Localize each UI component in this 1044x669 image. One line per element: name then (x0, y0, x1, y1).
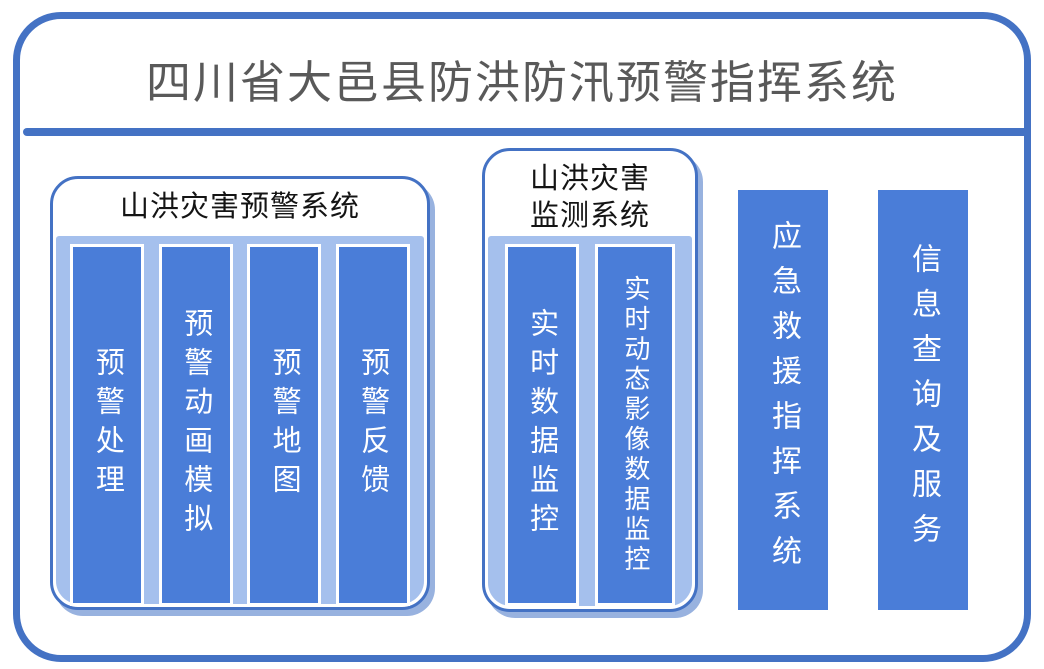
group-flood-warning-title: 山洪灾害预警系统 (119, 191, 360, 223)
bar-warning-animation-simulation: 预警动画模拟 (158, 244, 233, 606)
group-flood-monitoring-system: 山洪灾害 监测系统 实时数据监控 实时动态影像数据监控 (482, 148, 698, 612)
bar-warning-feedback: 预警反馈 (335, 244, 410, 606)
outer-frame (13, 12, 1031, 662)
bar-emergency-rescue-command-system: 应急救援指挥系统 (738, 190, 828, 610)
bar-warning-processing: 预警处理 (70, 244, 145, 606)
bar-emergency-rescue-command-system-label: 应急救援指挥系统 (767, 220, 800, 580)
bar-realtime-dynamic-video-data-monitoring-label: 实时动态影像数据监控 (620, 275, 650, 575)
group-flood-warning-panel: 预警处理 预警动画模拟 预警地图 预警反馈 (56, 236, 424, 606)
group-flood-monitoring-title: 山洪灾害 监测系统 (529, 163, 650, 232)
title-divider (23, 128, 1028, 136)
group-flood-warning-system: 山洪灾害预警系统 预警处理 预警动画模拟 预警地图 预警反馈 (50, 176, 430, 610)
bar-warning-map-label: 预警地图 (268, 347, 301, 503)
bar-warning-animation-simulation-label: 预警动画模拟 (179, 308, 212, 542)
page-title: 四川省大邑县防洪防汛预警指挥系统 (145, 57, 898, 108)
bar-warning-feedback-label: 预警反馈 (356, 347, 389, 503)
group-flood-monitoring-panel: 实时数据监控 实时动态影像数据监控 (488, 236, 692, 606)
bar-information-query-and-service-label: 信息查询及服务 (907, 242, 940, 558)
bar-warning-processing-label: 预警处理 (91, 347, 124, 503)
bar-realtime-data-monitoring: 实时数据监控 (504, 244, 579, 606)
bar-information-query-and-service: 信息查询及服务 (878, 190, 968, 610)
bar-realtime-dynamic-video-data-monitoring: 实时动态影像数据监控 (595, 244, 676, 606)
bar-realtime-data-monitoring-label: 实时数据监控 (525, 308, 558, 542)
bar-warning-map: 预警地图 (247, 244, 322, 606)
